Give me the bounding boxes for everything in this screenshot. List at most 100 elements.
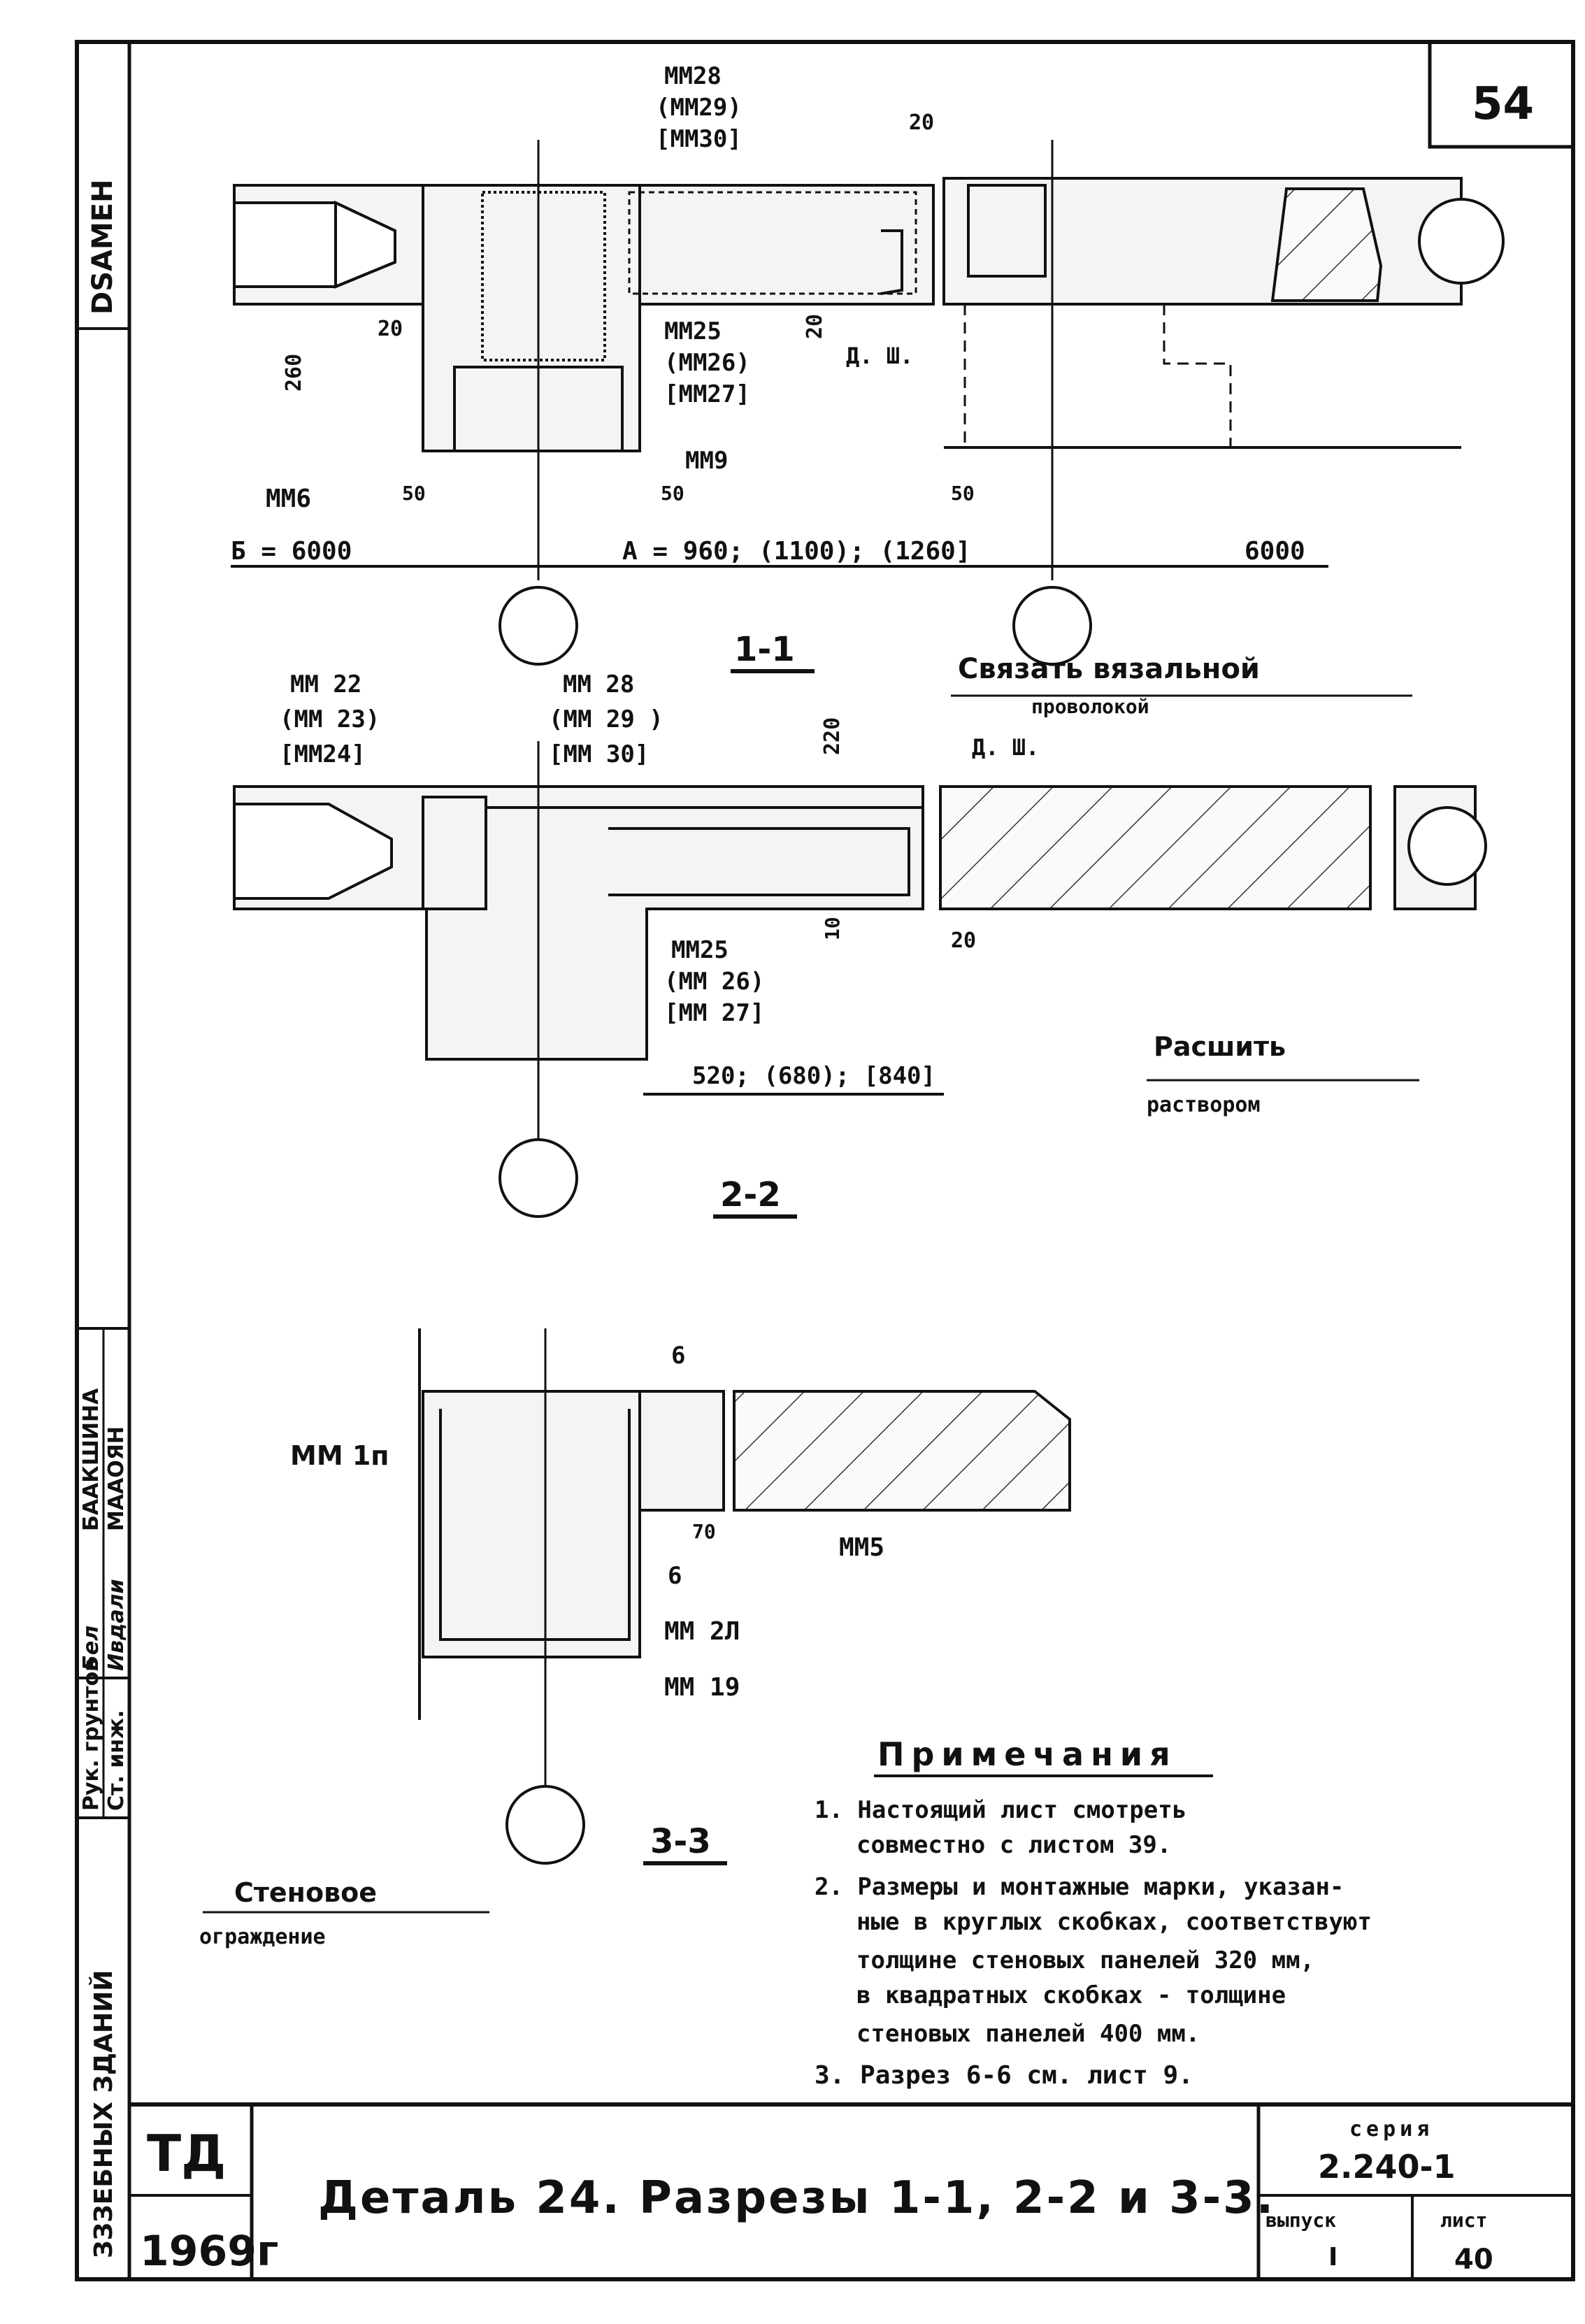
s1-mm30: [ММ30] — [656, 125, 742, 153]
s2-mm22: ММ 22 — [290, 670, 361, 698]
s2-mm23: (ММ 23) — [280, 705, 380, 733]
s3-insert — [638, 1390, 725, 1512]
s3-mm19: ММ 19 — [664, 1673, 740, 1702]
s2-hollow-core — [233, 803, 393, 900]
s2-mm30: [ММ 30] — [549, 740, 649, 768]
note-line-6: в квадратных скобках - толщине — [856, 1981, 1286, 2009]
note-line-5: толщине стеновых панелей 320 мм, — [856, 1946, 1314, 1974]
note-line-7: стеновых панелей 400 мм. — [856, 2020, 1200, 2048]
s2-hatched-panel — [939, 785, 1372, 910]
sheet-number-box — [1428, 40, 1575, 149]
s2-hollow-right — [1407, 806, 1487, 886]
s2-mm24: [ММ24] — [280, 740, 366, 768]
s1-d260: 260 — [282, 354, 306, 392]
sheet-title: Деталь 24. Разрезы 1-1, 2-2 и 3-3. — [318, 2172, 1275, 2224]
s2-width-dim: 520; (680); [840] — [692, 1062, 935, 1090]
s1-hollow-right — [1418, 198, 1505, 285]
s1-axis-bubble-2 — [1012, 586, 1092, 666]
s1-hatched-panel — [1270, 187, 1383, 302]
s2-tie-1: Связать вязальной — [958, 653, 1260, 685]
s2-stirrup — [608, 827, 910, 896]
side-signature-1: Бел — [79, 1626, 103, 1671]
outer-frame — [75, 40, 1575, 2281]
td-label: ТД — [147, 2124, 226, 2183]
s1-right-dim: 6000 — [1245, 537, 1305, 566]
year-label: 1969г — [140, 2227, 278, 2276]
s1-d20a: 20 — [909, 110, 934, 135]
note-line-1: 1. Настоящий лист смотреть — [815, 1796, 1186, 1824]
note-line-8: 3. Разрез 6-6 см. лист 9. — [815, 2061, 1193, 2090]
note-line-2: совместно с листом 39. — [856, 1831, 1171, 1859]
s1-title: 1-1 — [734, 630, 795, 669]
s1-d20b: 20 — [378, 317, 403, 341]
title-block: ТД 1969г Деталь 24. Разрезы 1-1, 2-2 и 3… — [129, 2102, 1573, 2279]
side-name-1: БААКШИНА — [79, 1388, 103, 1531]
s3-title: 3-3 — [650, 1822, 711, 1861]
s1-mm26: (ММ26) — [664, 349, 750, 377]
s1-a-dim: А = 960; (1100); (1260] — [622, 537, 971, 566]
side-strip-bottom: ЗЗЗЕБНЫХ ЗДАНИЙ — [89, 1970, 118, 2258]
side-signature-2: Ивдали — [104, 1579, 129, 1671]
s3-b6b: 6 — [668, 1562, 682, 1590]
notes: Примечания 1. Настоящий лист смотреть со… — [815, 1735, 1372, 2090]
note-line-4: ные в круглых скобках, соответствуют — [856, 1908, 1372, 1936]
s3-axis-bubble — [505, 1785, 585, 1865]
sheet-label: лист — [1440, 2209, 1487, 2232]
s1-b-dim: Б = 6000 — [231, 537, 352, 566]
s3-rebar — [439, 1409, 631, 1641]
s2-mm29: (ММ 29 ) — [549, 705, 664, 733]
s3-wall-1: Стеновое — [234, 1877, 377, 1908]
s1-d50b: 50 — [661, 482, 684, 505]
s1-d50c: 50 — [951, 482, 975, 505]
side-role-2: Ст. инж. — [104, 1710, 129, 1811]
s2-d220: 220 — [820, 717, 845, 755]
note-line-3: 2. Размеры и монтажные марки, указан- — [815, 1873, 1344, 1901]
issue-label: выпуск — [1265, 2209, 1336, 2232]
s1-right-column — [967, 184, 1047, 278]
series-value: 2.240-1 — [1318, 2148, 1456, 2186]
s3-wall-2: ограждение — [199, 1925, 326, 1949]
s1-dsh: Д. Ш. — [846, 343, 913, 369]
side-name-2: МААОЯН — [104, 1426, 129, 1531]
s1-mm29: (ММ29) — [656, 94, 742, 122]
s1-mm28: ММ28 — [664, 62, 722, 90]
s1-axis-bubble-1 — [499, 586, 578, 666]
section-3-3: ММ 1п ММ5 ММ 2Л ММ 19 6 6 70 Стеновое ог… — [199, 1328, 1071, 1949]
s1-mm27: [ММ27] — [664, 380, 750, 408]
s2-column — [425, 806, 924, 1061]
s1-panel-edge — [628, 191, 917, 295]
s1-column-core — [481, 191, 606, 361]
side-role-1: Рук. грунтов — [79, 1658, 103, 1811]
s1-mm25: ММ25 — [664, 317, 722, 345]
s1-d50a: 50 — [402, 482, 426, 505]
s2-mm26: (ММ 26) — [664, 968, 764, 996]
side-strip: DSAMEH БААКШИНА МААОЯН Рук. грунтов Ст. … — [79, 179, 129, 2258]
s2-tie-2: проволокой — [1031, 695, 1149, 718]
s2-seal-1: Расшить — [1154, 1031, 1286, 1062]
s3-column — [422, 1390, 641, 1658]
s2-mm28: ММ 28 — [563, 670, 634, 698]
s3-mm1p: ММ 1п — [290, 1440, 389, 1471]
s2-axis-bubble — [499, 1138, 578, 1218]
s3-hatched-panel — [733, 1390, 1071, 1512]
s3-mm5: ММ5 — [839, 1533, 884, 1562]
s3-mm2l: ММ 2Л — [664, 1617, 740, 1646]
sheet-number: 54 — [1472, 78, 1534, 130]
section-2-2: ММ 22 (ММ 23) [ММ24] ММ 28 (ММ 29 ) [ММ … — [233, 653, 1487, 1219]
s1-d20c: 20 — [803, 314, 827, 339]
s2-d20: 20 — [951, 928, 976, 953]
issue-value: I — [1328, 2243, 1337, 2272]
notes-heading: Примечания — [877, 1735, 1177, 1773]
s2-dsh: Д. Ш. — [972, 734, 1039, 761]
s1-mm9: ММ9 — [685, 447, 728, 475]
s2-mm25: ММ25 — [671, 936, 729, 964]
series-label: серия — [1349, 2117, 1433, 2142]
s2-d10: 10 — [821, 917, 844, 940]
s2-mm27: [ММ 27] — [664, 999, 764, 1027]
s3-d70: 70 — [692, 1520, 716, 1543]
s2-title: 2-2 — [720, 1175, 781, 1214]
s3-b6a: 6 — [671, 1342, 685, 1370]
section-1-1: ММ28 (ММ29) [ММ30] ММ25 (ММ26) [ММ27] ММ… — [231, 62, 1505, 673]
side-strip-top: DSAMEH — [87, 179, 119, 315]
